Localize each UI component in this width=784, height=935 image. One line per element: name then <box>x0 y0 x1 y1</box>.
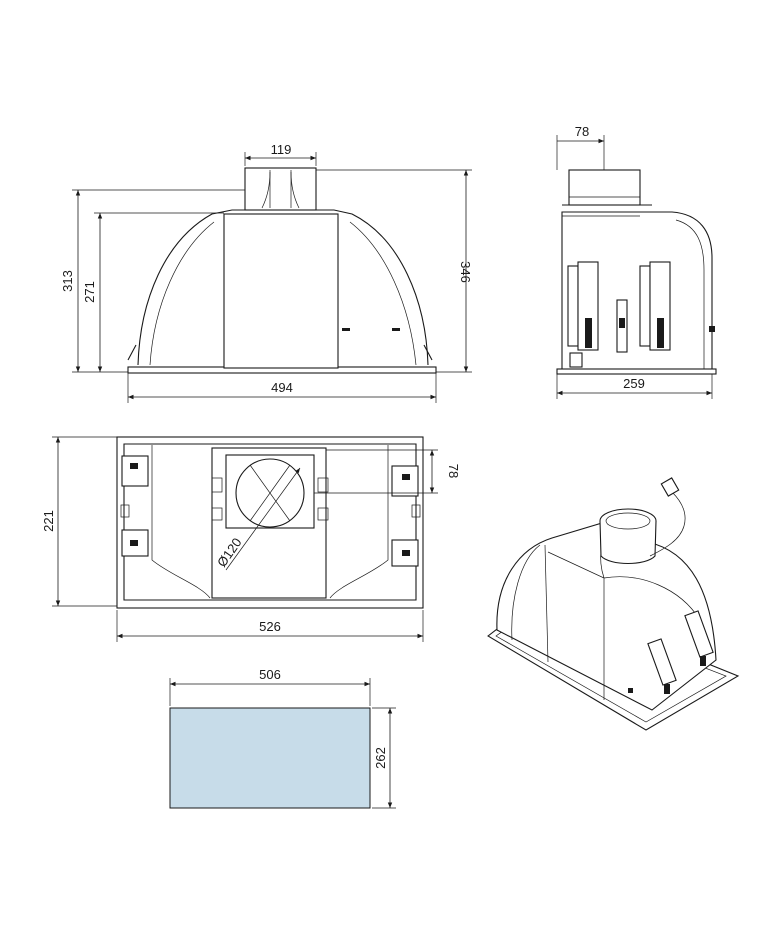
dim-front-duct-width: 119 <box>271 142 292 157</box>
dim-cutout-width: 506 <box>259 667 281 682</box>
top-view: Ø120 221 78 526 <box>41 436 461 642</box>
top-center-body <box>211 447 327 599</box>
side-body-outline <box>561 211 713 369</box>
front-view: 119 313 271 346 494 <box>60 142 473 403</box>
side-center-bracket <box>616 299 628 353</box>
dim-front-total-height: 313 <box>60 270 75 292</box>
iso-power-cable <box>649 491 686 557</box>
cutout-rectangle <box>169 707 371 809</box>
side-duct-collar <box>568 169 641 206</box>
front-center-body <box>223 213 339 369</box>
top-duct-circle <box>235 458 305 528</box>
side-left-bracket <box>567 261 599 368</box>
side-base-plate <box>556 368 717 375</box>
dim-top-duct-offset: 78 <box>446 464 461 478</box>
top-right-brackets <box>391 465 421 567</box>
top-left-brackets <box>120 455 149 557</box>
isometric-view <box>487 477 740 731</box>
dim-top-left-height: 221 <box>41 510 56 532</box>
iso-plug <box>660 477 680 497</box>
dim-front-body-height: 271 <box>82 281 97 303</box>
front-duct-collar <box>244 167 317 211</box>
side-view: 78 259 <box>556 124 717 399</box>
top-duct-plate <box>225 454 315 529</box>
dim-front-right-height: 346 <box>458 261 473 283</box>
dim-top-total-width: 526 <box>259 619 281 634</box>
dim-side-base-depth: 259 <box>623 376 645 391</box>
side-right-bracket <box>639 261 671 351</box>
dim-front-base-width: 494 <box>271 380 293 395</box>
dim-side-duct-depth: 78 <box>575 124 589 139</box>
cutout-view: 506 262 <box>169 667 396 809</box>
front-dome-inner-left <box>149 221 215 366</box>
front-dome-inner-right <box>349 221 417 366</box>
dim-cutout-height: 262 <box>373 747 388 769</box>
